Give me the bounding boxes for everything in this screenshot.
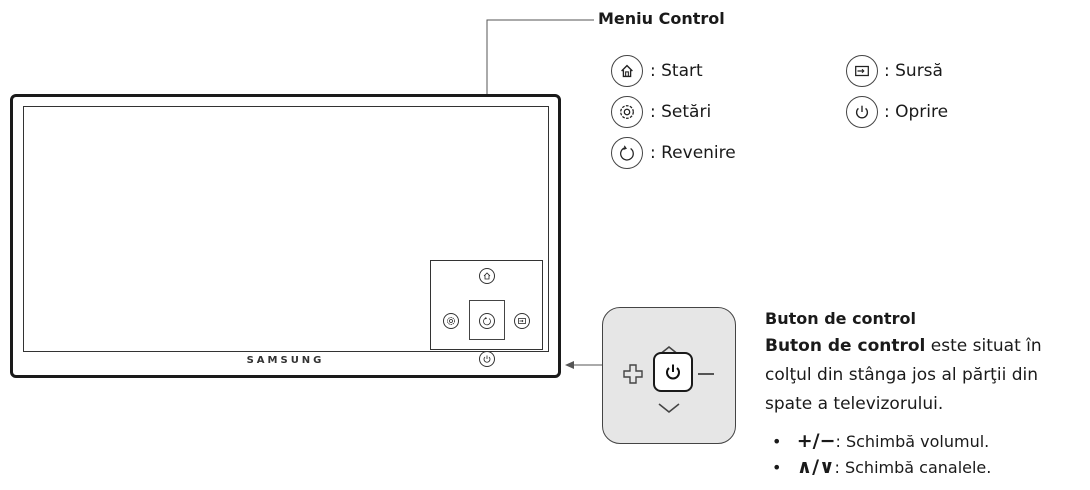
legend-label-start: : Start [650,61,703,81]
button-callout-arrowhead [565,361,574,369]
panel-home-icon[interactable] [479,268,495,284]
bullet-channel: • ∧/∨: Schimbă canalele. [772,454,991,481]
tv-brand-logo: SAMSUNG [246,355,325,366]
panel-power-icon[interactable] [479,351,495,367]
panel-source-icon[interactable] [514,313,530,329]
control-power-icon [666,364,680,380]
power-icon [846,96,878,128]
legend-label-source: : Sursă [884,61,943,81]
bullet-dot: • [772,432,782,451]
button-section-title: Buton de control [765,309,916,328]
legend-label-return: : Revenire [650,143,736,163]
panel-gear-icon[interactable] [443,313,459,329]
button-description-bold: Buton de control [765,336,926,356]
home-icon [611,55,643,87]
volume-text: : Schimbă volumul. [835,432,990,451]
bullet-volume: • +/−: Schimbă volumul. [772,428,989,455]
channel-symbols: ∧/∨ [796,456,835,478]
control-menu-center-box [469,300,505,340]
control-power-button[interactable] [653,352,693,392]
button-description-text: este situat în colţul din stânga jos al … [765,336,1042,414]
channel-text: : Schimbă canalele. [834,458,992,477]
legend-label-power: : Oprire [884,102,949,122]
legend-label-settings: : Setări [650,102,712,122]
gear-icon [611,96,643,128]
volume-up-icon [623,364,643,384]
return-icon [611,137,643,169]
source-icon [846,55,878,87]
panel-return-icon[interactable] [479,313,495,329]
bullet-dot: • [772,458,782,477]
menu-title: Meniu Control [598,9,725,28]
button-description: Buton de control este situat în colţul d… [765,332,1085,419]
volume-symbols: +/− [796,430,836,452]
channel-down-icon [658,403,680,414]
